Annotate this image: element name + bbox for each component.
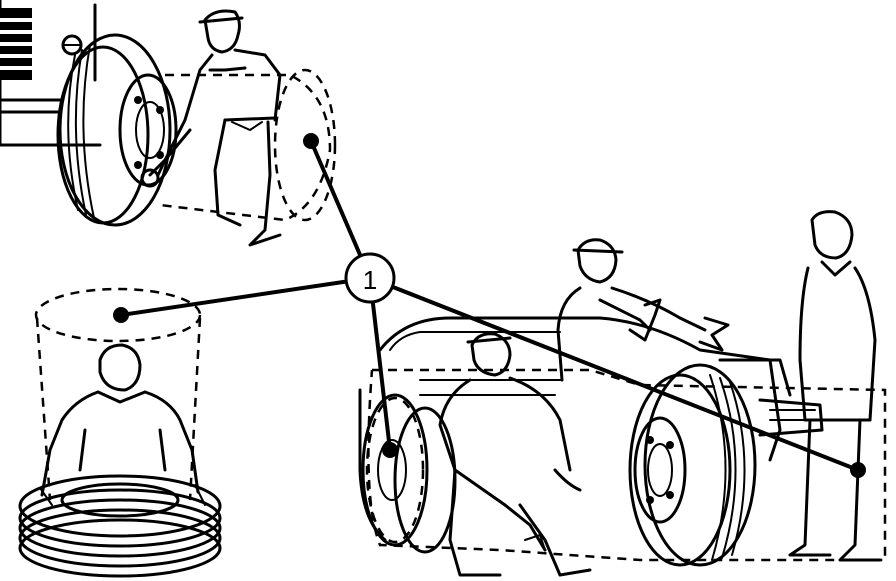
gesturing-worker (558, 240, 728, 380)
truck-tire (58, 35, 176, 225)
tire-highlight-outline (160, 75, 330, 220)
callout-label: 1 (363, 265, 377, 295)
truck-body (0, 0, 100, 145)
leader-dot-rear-tire (850, 462, 866, 478)
leader-dot-front-wheel (382, 442, 398, 458)
truck-wheel-scene (0, 0, 335, 245)
leader-line-tire-stack (121, 278, 370, 315)
callout-1: 1 (113, 133, 866, 478)
tire-stack-scene (20, 289, 220, 576)
leader-dot-tire-stack (113, 307, 129, 323)
tire-stack (20, 476, 220, 576)
vehicle-scene (360, 212, 885, 575)
standing-observer (790, 212, 880, 560)
leader-dot-top-tire (303, 133, 319, 149)
vehicle-rear-wheel (630, 365, 755, 565)
